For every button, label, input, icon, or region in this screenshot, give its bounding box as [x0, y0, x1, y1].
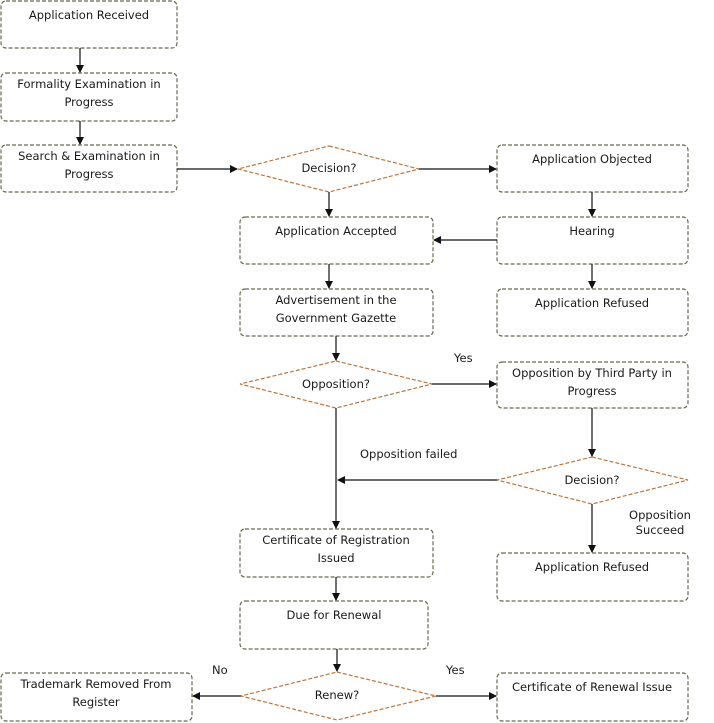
- node-text: Application Received: [29, 8, 149, 22]
- node-text: Opposition?: [302, 377, 370, 391]
- node-hearing: Hearing: [496, 216, 689, 265]
- node-text: Renew?: [315, 688, 359, 702]
- decision-diamond-1: Decision?: [237, 145, 420, 193]
- node-text: Hearing: [569, 224, 614, 238]
- node-application-received: Application Received: [0, 0, 178, 49]
- label-yes-renew: Yes: [445, 663, 465, 677]
- decision-diamond-2: Decision?: [496, 456, 689, 505]
- opposition-diamond: Opposition?: [239, 360, 433, 409]
- node-application-refused-2: Application Refused: [496, 552, 689, 602]
- label-opposition-failed: Opposition failed: [360, 447, 457, 461]
- node-text: Certificate of Renewal Issue: [512, 680, 672, 694]
- node-text: Application Accepted: [275, 224, 396, 238]
- node-application-refused-1: Application Refused: [496, 288, 689, 337]
- node-due-for-renewal: Due for Renewal: [239, 600, 429, 650]
- node-application-accepted: Application Accepted: [239, 216, 434, 265]
- node-text: Decision?: [301, 161, 356, 175]
- label-yes-opposition: Yes: [453, 351, 473, 365]
- label-no-renew: No: [212, 663, 228, 677]
- node-text: Decision?: [564, 473, 619, 487]
- node-text: Application Refused: [535, 560, 649, 574]
- node-text: Due for Renewal: [287, 608, 382, 622]
- node-text: Application Refused: [535, 296, 649, 310]
- renew-diamond: Renew?: [240, 671, 437, 721]
- node-application-objected: Application Objected: [496, 144, 689, 193]
- node-text: Application Objected: [532, 152, 652, 166]
- node-certificate-renewal: Certificate of Renewal Issue: [496, 672, 689, 722]
